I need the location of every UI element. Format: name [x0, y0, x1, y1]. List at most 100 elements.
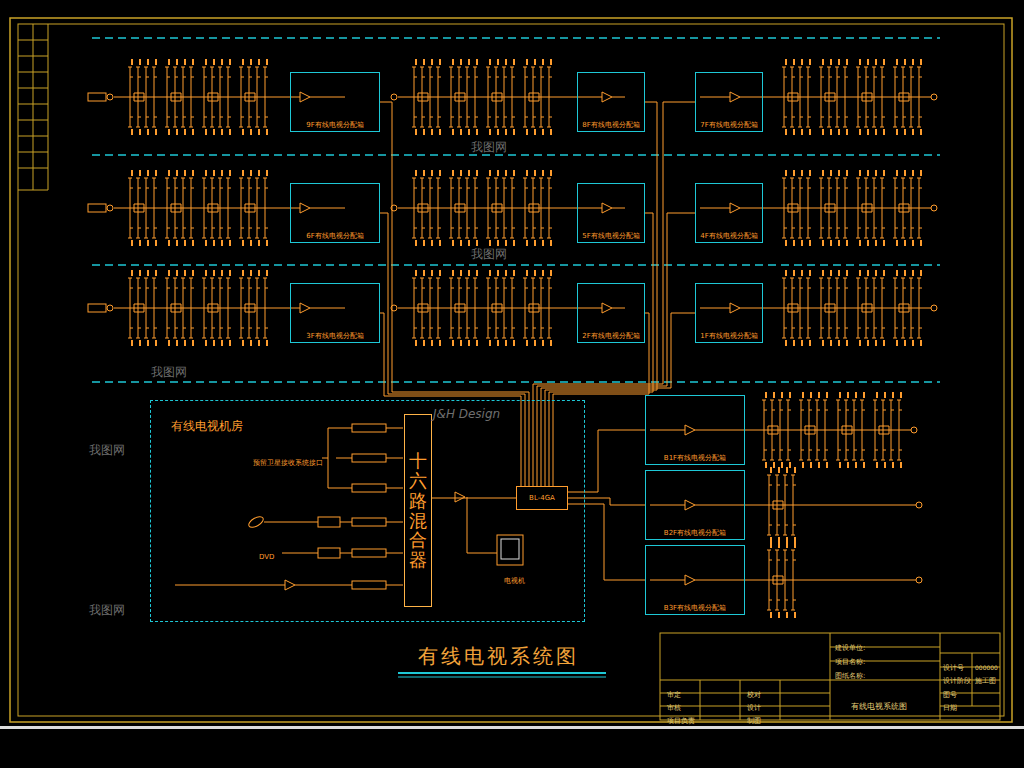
amplifier-symbol: [685, 575, 695, 585]
title-block-cell-box: 000000: [974, 656, 999, 674]
title-block-cell: 图号: [942, 692, 958, 699]
coax-line: [926, 308, 931, 309]
source-label-box: DVD: [258, 545, 275, 563]
title-block-cell: 设计阶段: [942, 678, 972, 685]
sheet-edge: [0, 726, 1024, 729]
input-bracket: [322, 428, 336, 488]
equipment-box: B3F有线电视分配箱: [645, 545, 745, 615]
input-line: [336, 488, 403, 489]
tap-row: [114, 178, 272, 238]
floor-line: [92, 38, 940, 382]
equipment-box: 4F有线电视分配箱: [695, 183, 763, 243]
equipment-box: 8F有线电视分配箱: [577, 72, 645, 132]
tap-row: [753, 475, 800, 535]
mixer-box: 十六路混合器: [404, 414, 432, 607]
box-label: 2F有线电视分配箱: [582, 332, 639, 340]
coax-cable: [432, 498, 516, 499]
coax-cable: [568, 430, 645, 492]
watermark: 我图网: [88, 444, 126, 458]
amplifier-symbol: [685, 500, 695, 510]
title-block: [660, 633, 1000, 720]
tap-outlet: [131, 170, 268, 246]
amplifier-symbol: [300, 92, 310, 102]
terminator-symbol: [911, 427, 917, 433]
room-heading: 有线电视机房: [171, 419, 243, 433]
title-block-cell: 校对: [746, 691, 762, 699]
equipment-box: 9F有线电视分配箱: [290, 72, 380, 132]
equipment-box: B2F有线电视分配箱: [645, 470, 745, 540]
device-symbol: [88, 93, 106, 101]
coax-cable: [380, 213, 525, 486]
title-underline: [398, 677, 606, 678]
tap-outlet: [415, 270, 552, 346]
source-label: DVD: [258, 553, 275, 561]
title-block-cell: 审核: [666, 704, 682, 712]
watermark-box: 我图网: [88, 600, 126, 618]
coax-line: [906, 430, 911, 431]
box-label: 5F有线电视分配箱: [582, 232, 639, 240]
tap-outlet: [131, 270, 268, 346]
device-symbol: [318, 517, 340, 527]
title-block-cell-box: 审定: [666, 683, 682, 701]
coax-line: [926, 208, 931, 209]
watermark: 我图网: [150, 366, 188, 380]
watermark-box: 我图网: [150, 362, 188, 380]
monitor-symbol: [497, 535, 523, 565]
coax-line: [700, 308, 768, 309]
equipment-box: 1F有线电视分配箱: [695, 283, 763, 343]
title-block-cell-box: 图纸名称:: [834, 664, 866, 682]
device-symbol: [352, 581, 386, 589]
title-block-cell: 有线电视系统图: [850, 702, 908, 711]
coax-line: [650, 430, 748, 431]
terminator-symbol: [107, 305, 113, 311]
equipment-box: 2F有线电视分配箱: [577, 283, 645, 343]
coax-line: [800, 505, 916, 506]
box-label: B1F有线电视分配箱: [664, 454, 726, 462]
watermark: J&H Design: [432, 408, 501, 422]
title-block-cell: 制图: [746, 717, 762, 725]
box-label: 6F有线电视分配箱: [306, 232, 363, 240]
tap-outlet: [415, 59, 552, 135]
tap-outlet: [770, 467, 796, 543]
title-block-cell: 日期: [942, 705, 958, 712]
amplifier-symbol: [300, 203, 310, 213]
coax-line: [926, 97, 931, 98]
tap-row: [753, 550, 800, 610]
tap-outlet: [785, 59, 922, 135]
box-label: 3F有线电视分配箱: [306, 332, 363, 340]
device-label: 电视机: [503, 577, 526, 585]
tap-row: [768, 67, 926, 127]
monitor-screen: [501, 539, 519, 559]
device-symbol: [352, 424, 386, 432]
tap-row: [768, 278, 926, 338]
coax-line: [556, 208, 625, 209]
title-block-cell-box: 建设单位:: [834, 636, 866, 654]
box-label: B2F有线电视分配箱: [664, 529, 726, 537]
title-block-cell: 设计: [746, 704, 762, 712]
tap-row: [398, 67, 556, 127]
coax-line: [700, 97, 768, 98]
title-block-cell: 审定: [666, 691, 682, 699]
tap-outlet: [415, 170, 552, 246]
satellite-dish: [247, 515, 265, 530]
amplifier-symbol: [602, 303, 612, 313]
equipment-box: 6F有线电视分配箱: [290, 183, 380, 243]
equipment-room: 有线电视机房十六路混合器BL-4GA: [150, 400, 585, 622]
coax-cable: [568, 504, 645, 580]
equipment-box: 5F有线电视分配箱: [577, 183, 645, 243]
amplifier-symbol: [300, 303, 310, 313]
tap-outlet: [765, 392, 902, 468]
device-symbol: [352, 454, 386, 462]
amplifier-symbol: [730, 203, 740, 213]
title-block-cell-box: 项目负责: [666, 709, 696, 727]
title-block-cell-box: 项目名称:: [834, 650, 866, 668]
device-symbol: [352, 484, 386, 492]
coax-cable: [537, 213, 695, 486]
title-block-cell: 建设单位:: [834, 644, 866, 652]
equipment-box: 3F有线电视分配箱: [290, 283, 380, 343]
mixer-label: 十六路混合器: [409, 451, 427, 570]
watermark: 我图网: [470, 141, 508, 155]
monitor-line: [467, 497, 497, 553]
interface-note-box: 预留卫星接收系统接口: [252, 451, 324, 469]
